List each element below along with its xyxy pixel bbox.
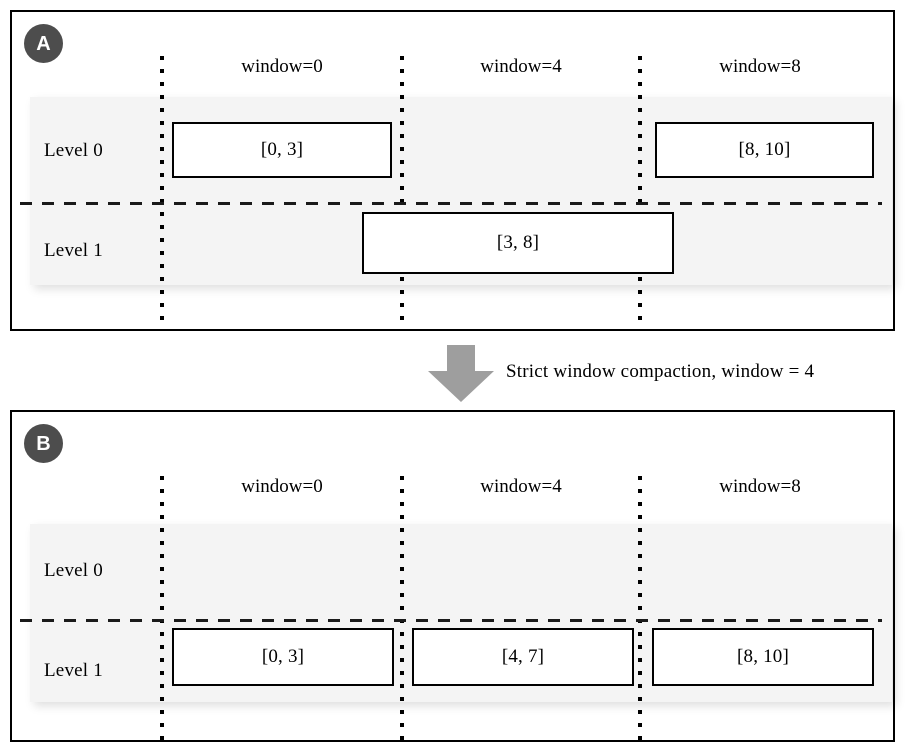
- transition-label: Strict window compaction, window = 4: [506, 361, 815, 382]
- window-separator-4-b: [400, 476, 404, 742]
- level-divider-b: [20, 619, 882, 622]
- interval-box-level1-window0-b: [0, 3]: [172, 628, 394, 686]
- interval-box-level0-window0-a: [0, 3]: [172, 122, 392, 178]
- down-arrow-icon: [428, 345, 494, 402]
- interval-box-level1-window8-b: [8, 10]: [652, 628, 874, 686]
- column-header-window-0-b: window=0: [241, 476, 323, 497]
- column-header-window-0-a: window=0: [241, 56, 323, 77]
- column-header-window-4-b: window=4: [480, 476, 562, 497]
- window-separator-8-a: [638, 56, 642, 331]
- window-separator-0-a: [160, 56, 164, 331]
- interval-box-level1-window4-b: [4, 7]: [412, 628, 634, 686]
- row-label-level-0-a: Level 0: [44, 140, 103, 161]
- panel-badge-a-label: A: [36, 32, 51, 55]
- window-separator-8-b: [638, 476, 642, 742]
- column-header-window-8-b: window=8: [719, 476, 801, 497]
- level-divider-a: [20, 202, 882, 205]
- panel-a: A window=0 window=4 window=8 Level 0 Lev…: [10, 10, 895, 331]
- row-label-level-1-a: Level 1: [44, 240, 103, 261]
- panel-badge-a: A: [24, 24, 63, 63]
- row-label-level-0-b: Level 0: [44, 560, 103, 581]
- panel-b: B window=0 window=4 window=8 Level 0 Lev…: [10, 410, 895, 742]
- interval-box-level0-window8-a: [8, 10]: [655, 122, 874, 178]
- column-header-window-4-a: window=4: [480, 56, 562, 77]
- panel-badge-b-label: B: [36, 432, 51, 455]
- window-separator-4-a: [400, 56, 404, 331]
- window-separator-0-b: [160, 476, 164, 742]
- transition-arrow: [424, 345, 498, 403]
- row-label-level-1-b: Level 1: [44, 660, 103, 681]
- column-header-window-8-a: window=8: [719, 56, 801, 77]
- panel-badge-b: B: [24, 424, 63, 463]
- interval-box-level1-span-a: [3, 8]: [362, 212, 674, 274]
